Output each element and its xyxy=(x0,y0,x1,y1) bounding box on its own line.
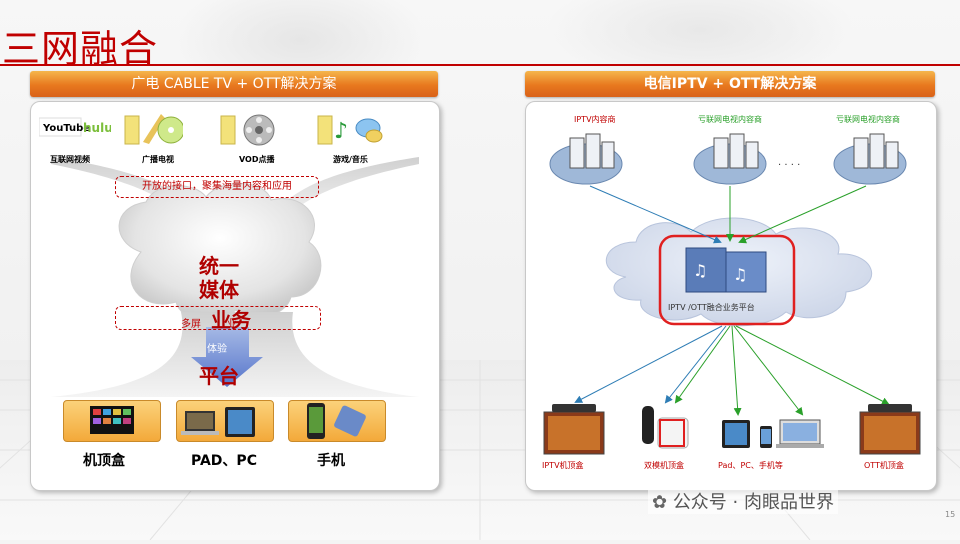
platform-server-icon: ♫ ♫ xyxy=(685,247,767,293)
mobile-phone-icon xyxy=(288,400,386,442)
music-game-icon: ♪ xyxy=(316,108,386,148)
terminal-label-dual-stb: 双模机顶盒 xyxy=(644,461,684,470)
multiscreen-tail-label: 业 xyxy=(227,319,237,330)
link-platform-to-dual-stb-green xyxy=(674,325,731,404)
downward-arrow xyxy=(191,327,263,387)
right-diagram-graphics: ♫ ♫ xyxy=(543,133,921,455)
terminal-label-iptv-stb: IPTV机顶盒 xyxy=(542,461,584,470)
link-platform-to-pc xyxy=(733,325,804,416)
device-label-pad-pc: PAD、PC xyxy=(191,453,257,469)
open-interface-box: 开放的接口，聚集海量内容和应用 xyxy=(115,176,319,198)
broadcast-tv-icon xyxy=(123,108,185,148)
source-label-game-music: 游戏/音乐 xyxy=(333,155,368,164)
svg-text:♪: ♪ xyxy=(334,119,348,144)
pc-terminal-icon xyxy=(776,419,824,448)
watermark: ✿ 公众号 · 肉眼品世界 xyxy=(648,488,838,514)
link-platform-to-dual-stb-blue xyxy=(664,325,727,404)
cloud-text-line3: 业务 xyxy=(211,308,251,332)
platform-label: IPTV /OTT融合业务平台 xyxy=(668,303,755,312)
server-label-ott-2: 亏联网电视内容商 xyxy=(836,115,900,124)
cloud-text-line1: 统一 xyxy=(199,254,239,278)
title-rule xyxy=(0,64,960,66)
source-label-broadcast: 广播电视 xyxy=(142,155,174,164)
server-iptv-icon xyxy=(549,133,623,185)
hulu-logo-text: hulu xyxy=(83,121,111,135)
terminal-label-ott-stb: OTT机顶盒 xyxy=(864,461,904,470)
link-iptv-to-platform xyxy=(589,185,722,244)
link-platform-to-pad xyxy=(731,325,742,416)
left-panel-header: 广电 CABLE TV + OTT解决方案 xyxy=(30,71,438,97)
svg-text:♫: ♫ xyxy=(733,265,747,284)
terminal-label-pad-pc-phone: Pad、PC、手机等 xyxy=(718,461,783,470)
cloud-text-line2: 媒体 xyxy=(199,278,239,302)
page-number: 15 xyxy=(945,510,956,519)
experience-label: 体验 xyxy=(207,344,227,355)
link-platform-to-iptv-stb xyxy=(574,325,723,403)
multiscreen-label: 多屏 xyxy=(181,319,201,330)
watermark-text: 公众号 · 肉眼品世界 xyxy=(672,492,834,513)
link-platform-to-ott-stb xyxy=(735,325,890,405)
wechat-icon: ✿ xyxy=(652,492,673,513)
top-funnel xyxy=(51,157,419,222)
film-reel-icon xyxy=(219,108,279,148)
source-label-internet-video: 互联网视频 xyxy=(50,155,90,164)
left-diagram-graphics xyxy=(51,157,419,397)
iptv-stb-icon xyxy=(543,404,605,455)
pad-terminal-icon xyxy=(722,420,750,448)
right-panel-header: 电信IPTV + OTT解决方案 xyxy=(525,71,935,97)
pad-pc-icon xyxy=(176,400,274,442)
link-ott2-to-platform xyxy=(738,185,867,244)
server-label-ott-1: 亏联网电视内容商 xyxy=(698,115,762,124)
source-label-vod: VOD点播 xyxy=(239,155,275,164)
svg-text:♫: ♫ xyxy=(693,261,707,280)
youtube-logo-text: YouTube xyxy=(42,123,90,134)
servers-ellipsis: · · · · xyxy=(778,160,801,171)
right-panel: ♫ ♫ xyxy=(525,101,937,491)
set-top-box-icon xyxy=(63,400,161,442)
youtube-hulu-logo: YouTube hulu xyxy=(38,114,113,144)
ott-stb-icon xyxy=(859,404,921,455)
dual-mode-stb-icon xyxy=(642,406,689,449)
phone-terminal-icon xyxy=(760,426,772,448)
server-label-iptv: IPTV内容商 xyxy=(574,115,616,124)
cloud-text-line4: 平台 xyxy=(199,364,239,388)
page-title: 三网融合 xyxy=(2,27,159,71)
device-label-mobile: 手机 xyxy=(317,453,345,469)
device-label-stb: 机顶盒 xyxy=(83,453,125,469)
multiscreen-box xyxy=(115,306,321,330)
left-panel: YouTube hulu ♪ 互联网视频 广播电视 VOD点播 游戏/音乐 xyxy=(30,101,440,491)
server-ott-1-icon xyxy=(693,133,767,185)
server-ott-2-icon xyxy=(833,133,907,185)
